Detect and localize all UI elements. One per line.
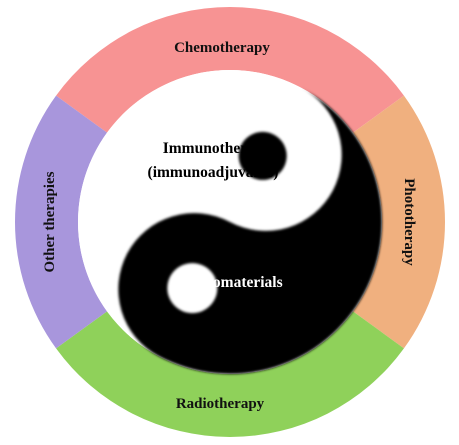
yin-yang-light-dot [167,263,218,314]
label-other-therapies: Other therapies [42,171,58,272]
ring-segment-other-therapies [15,95,108,349]
yin-yang-dark-dot [238,131,287,180]
ring-segment-chemotherapy [56,7,404,133]
label-phototherapy: Phototherapy [401,178,417,266]
label-radiotherapy: Radiotherapy [176,396,265,412]
ring-segment-phototherapy [352,95,445,349]
label-nanomaterials: Nanomaterials [185,274,282,291]
label-immunotherapy: Immunotherapy [163,140,272,157]
ring-segment-radiotherapy [56,311,404,437]
yin-yang-symbol [78,70,383,375]
label-immunoadjuvants: (immunoadjuvants) [148,164,279,181]
label-chemotherapy: Chemotherapy [174,40,270,56]
